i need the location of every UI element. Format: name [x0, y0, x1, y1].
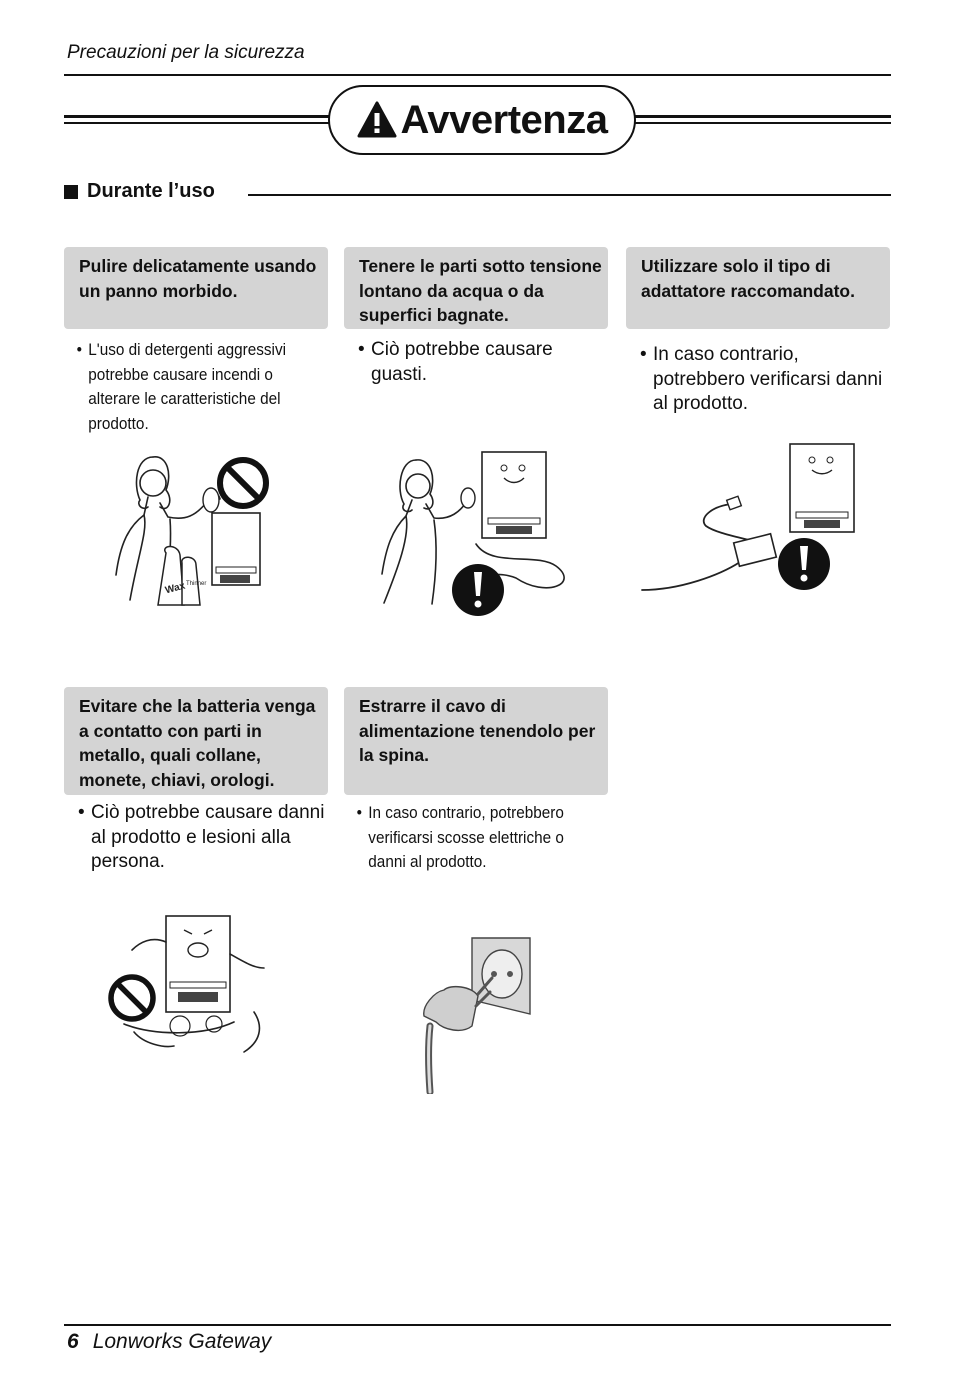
bullet-icon: • — [78, 802, 85, 823]
card-note-text: Ciò potrebbe causare guasti. — [371, 339, 553, 385]
section-title: Durante l’uso — [87, 180, 215, 202]
card-note-text: In caso contrario, potrebbero verificars… — [368, 803, 564, 871]
prohibition-icon — [108, 974, 156, 1022]
card-title: Estrarre il cavo di alimentazione tenend… — [344, 687, 608, 795]
card-note: • Ciò potrebbe causare danni al prodotto… — [64, 801, 328, 875]
bullet-icon: • — [76, 340, 82, 359]
prohibition-icon — [217, 457, 269, 509]
precaution-card-adapter: Utilizzare solo il tipo di adattatore ra… — [626, 247, 890, 417]
plug-socket-illustration — [423, 937, 531, 1094]
precaution-card-water: Tenere le parti sotto tensione lontano d… — [344, 247, 608, 387]
bullet-icon: • — [356, 803, 362, 822]
card-note-text: Ciò potrebbe causare danni al prodotto e… — [91, 802, 325, 872]
banner-title: Avvertenza — [400, 97, 608, 142]
card-note: • Ciò potrebbe causare guasti. — [344, 338, 608, 387]
card-title: Utilizzare solo il tipo di adattatore ra… — [626, 247, 890, 329]
card-note-text: L'uso di detergenti aggressivi potrebbe … — [88, 340, 286, 433]
precaution-card-unplug: Estrarre il cavo di alimentazione tenend… — [344, 687, 608, 875]
banner-rule-left — [64, 115, 330, 124]
adapter-illustration — [641, 443, 855, 591]
card-title: Tenere le parti sotto tensione lontano d… — [344, 247, 608, 329]
warning-banner: Avvertenza — [328, 85, 636, 155]
section-heading: Durante l’uso — [64, 180, 215, 203]
banner-rule-right — [634, 115, 891, 124]
card-title: Evitare che la batteria venga a contatto… — [64, 687, 328, 795]
page-footer: 6 Lonworks Gateway — [67, 1330, 271, 1354]
card-note: • In caso contrario, potrebbero verifica… — [344, 801, 600, 875]
warning-triangle-icon — [357, 101, 397, 138]
footer-rule — [64, 1324, 891, 1326]
woman-water-illustration — [381, 451, 565, 616]
section-square-icon — [64, 184, 78, 199]
card-title: Pulire delicatamente usando un panno mor… — [64, 247, 328, 329]
section-rule — [248, 194, 891, 196]
product-name: Lonworks Gateway — [92, 1330, 272, 1353]
precaution-card-cleaning: Pulire delicatamente usando un panno mor… — [64, 247, 328, 436]
bottle-label-wax: Wax — [164, 580, 187, 596]
card-note-text: In caso contrario, potrebbero verificars… — [653, 344, 883, 414]
page-number: 6 — [67, 1330, 79, 1353]
battery-metal-illustration — [108, 915, 265, 1053]
bottle-label-thinner: Thinner — [186, 581, 206, 587]
bullet-icon: • — [358, 339, 365, 360]
running-header: Precauzioni per la sicurezza — [67, 42, 305, 63]
precaution-card-battery: Evitare che la batteria venga a contatto… — [64, 687, 328, 875]
header-rule — [64, 74, 891, 76]
card-note: • L'uso di detergenti aggressivi potrebb… — [64, 338, 320, 436]
woman-cleaning-illustration: Wax Thinner — [115, 456, 269, 606]
bullet-icon: • — [640, 344, 647, 365]
mandatory-action-icon — [778, 538, 830, 590]
card-note: • In caso contrario, potrebbero verifica… — [626, 343, 890, 417]
mandatory-action-icon — [452, 564, 504, 616]
